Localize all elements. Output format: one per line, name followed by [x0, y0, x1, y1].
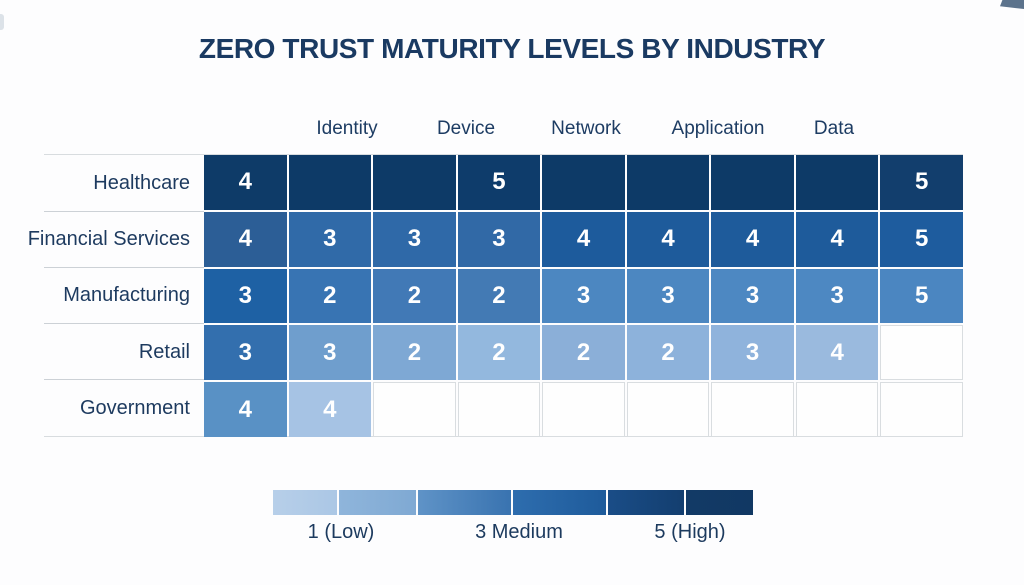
- legend-label-medium: 3 Medium: [475, 521, 563, 543]
- edge-smudge-mark: [0, 14, 4, 30]
- column-header-device: Device: [436, 118, 496, 139]
- row-separator-line: [44, 211, 204, 212]
- row-separator-line: [44, 154, 963, 155]
- heatmap-cell-r4c4: 2: [457, 325, 541, 381]
- row-label-retail: Retail: [138, 340, 190, 363]
- heatmap-cell-r4c7: 3: [711, 325, 794, 381]
- heatmap-cell-r3c2: 2: [288, 268, 372, 324]
- heatmap-cell-r1c6: [626, 155, 710, 210]
- heatmap-cell-r3c1: 3: [204, 268, 287, 324]
- heatmap-cell-r5c2: 4: [288, 382, 372, 437]
- row-separator-line: [44, 323, 204, 324]
- heatmap-cell-r3c3: 2: [373, 268, 456, 324]
- corner-artifact-mark: [1000, 0, 1024, 9]
- column-header-application: Application: [671, 118, 765, 139]
- heatmap-cell-r2c8: 4: [795, 211, 879, 267]
- heatmap-cell-r2c2: 3: [288, 211, 372, 267]
- legend-segment-3: [418, 490, 511, 515]
- column-header-data: Data: [813, 118, 855, 139]
- legend-segment-1: [273, 490, 337, 515]
- heatmap-cell-r5c8: [795, 382, 879, 437]
- heatmap-cell-r1c2: [288, 155, 372, 210]
- heatmap-cell-r1c1: 4: [204, 155, 287, 210]
- legend-segment-5: [608, 490, 684, 515]
- heatmap-cell-r1c5: [542, 155, 625, 210]
- heatmap-cell-r5c4: [457, 382, 541, 437]
- heatmap-cell-r5c9: [880, 382, 963, 437]
- heatmap-cell-r4c6: 2: [626, 325, 710, 381]
- row-label-healthcare: Healthcare: [93, 171, 190, 194]
- column-header-network: Network: [551, 118, 621, 139]
- legend-segment-2: [339, 490, 416, 515]
- heatmap-cell-r2c9: 5: [880, 211, 963, 267]
- legend-bar: [273, 490, 753, 515]
- heatmap-cell-r4c3: 2: [373, 325, 456, 381]
- row-label-government: Government: [79, 397, 190, 420]
- heatmap-cell-r5c1: 4: [204, 382, 287, 437]
- row-label-financial-services: Financial Services: [27, 228, 190, 251]
- heatmap-cell-r3c9: 5: [880, 268, 963, 324]
- heatmap-cell-r4c5: 2: [542, 325, 625, 381]
- heatmap-cell-r4c8: 4: [795, 325, 879, 381]
- heatmap-cell-r3c4: 2: [457, 268, 541, 324]
- heatmap-cell-r5c3: [373, 382, 456, 437]
- heatmap-cell-r2c3: 3: [373, 211, 456, 267]
- heatmap-cell-r1c4: 5: [457, 155, 541, 210]
- row-label-manufacturing: Manufacturing: [63, 284, 190, 307]
- row-separator-line: [44, 267, 204, 268]
- heatmap-cell-r1c3: [373, 155, 456, 210]
- heatmap-cell-r1c8: [795, 155, 879, 210]
- heatmap-cell-r2c1: 4: [204, 211, 287, 267]
- legend-label-high: 5 (High): [654, 521, 726, 543]
- heatmap-cell-r5c7: [711, 382, 794, 437]
- chart-title: ZERO TRUST MATURITY LEVELS BY INDUSTRY: [198, 33, 826, 64]
- legend-label-low: 1 (Low): [307, 521, 375, 543]
- heatmap-cell-r2c6: 4: [626, 211, 710, 267]
- heatmap-cell-r2c5: 4: [542, 211, 625, 267]
- column-header-identity: Identity: [316, 118, 378, 139]
- heatmap-cell-r3c6: 3: [626, 268, 710, 324]
- heatmap-cell-r1c7: [711, 155, 794, 210]
- legend-segment-4: [513, 490, 606, 515]
- row-separator-line: [44, 379, 204, 380]
- heatmap-cell-r2c7: 4: [711, 211, 794, 267]
- heatmap-cell-r3c5: 3: [542, 268, 625, 324]
- heatmap-cell-r2c4: 3: [457, 211, 541, 267]
- heatmap-cell-r5c6: [626, 382, 710, 437]
- heatmap-cell-r3c8: 3: [795, 268, 879, 324]
- heatmap-cell-r3c7: 3: [711, 268, 794, 324]
- heatmap-cell-r4c2: 3: [288, 325, 372, 381]
- heatmap-cell-r4c9: [880, 325, 963, 381]
- heatmap-cell-r1c9: 5: [880, 155, 963, 210]
- heatmap-cell-r5c5: [542, 382, 625, 437]
- heatmap-cell-r4c1: 3: [204, 325, 287, 381]
- legend-segment-6: [686, 490, 753, 515]
